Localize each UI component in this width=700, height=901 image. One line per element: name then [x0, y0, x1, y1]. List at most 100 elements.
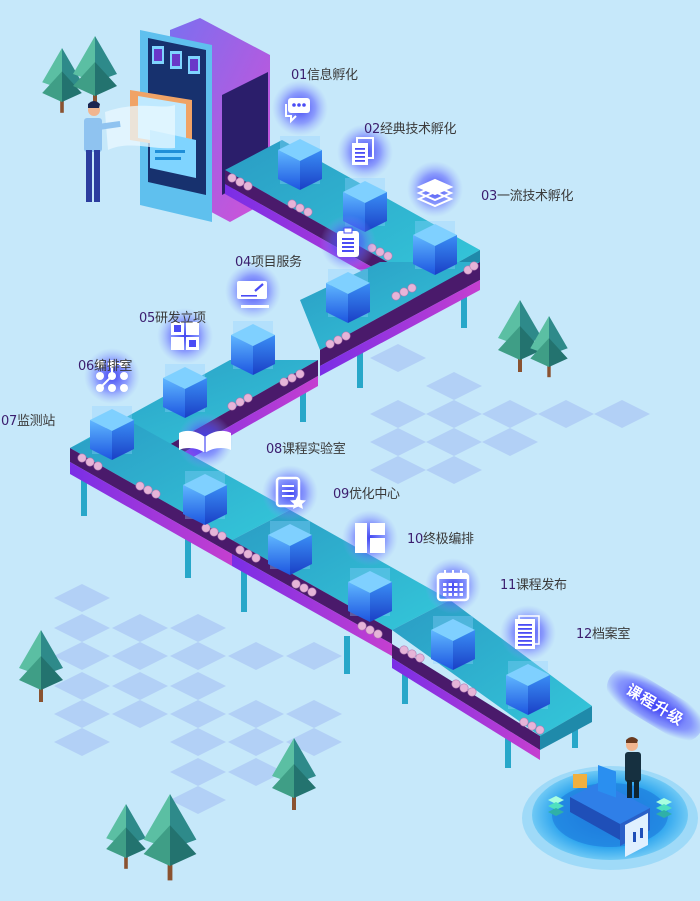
station-03 — [407, 161, 463, 275]
roller — [235, 397, 245, 407]
layout-icon — [355, 523, 385, 553]
box — [348, 568, 392, 622]
chat-bubble-icon — [285, 98, 310, 124]
conveyor-belt-6 — [392, 600, 592, 760]
stage-label-09: 09优化中心 — [333, 487, 400, 502]
roller — [415, 653, 425, 663]
grid-icon — [171, 322, 199, 350]
open-book-icon — [179, 430, 231, 453]
tree-top-left-2 — [73, 36, 117, 108]
roller — [287, 373, 297, 383]
icon-glow — [262, 465, 318, 521]
stage-label-01: 01信息孵化 — [291, 68, 358, 83]
station-07 — [84, 348, 140, 460]
floor-tile — [228, 642, 284, 670]
roller — [143, 485, 153, 495]
floor-tile — [170, 758, 226, 786]
roller — [307, 587, 317, 597]
tree-right-1 — [498, 300, 542, 372]
roller — [365, 625, 375, 635]
floor-tile — [112, 700, 168, 728]
floor-tile — [112, 672, 168, 700]
floor-tile — [370, 400, 426, 428]
roller — [519, 717, 529, 727]
roller — [467, 687, 477, 697]
station-01 — [272, 80, 328, 190]
roller — [469, 261, 479, 271]
roller — [383, 251, 393, 261]
person-presenter — [625, 737, 641, 798]
tree-bottom-left-1 — [106, 804, 146, 869]
roller — [373, 629, 383, 639]
tree-left — [19, 630, 63, 702]
roller — [451, 679, 461, 689]
stage-label-02: 02经典技术孵化 — [364, 122, 457, 137]
floor-tiles-right — [370, 344, 650, 484]
box — [326, 269, 370, 323]
incubator-machine — [130, 18, 270, 222]
station-05 — [225, 263, 281, 375]
roller — [303, 207, 313, 217]
calendar-icon — [436, 570, 470, 602]
roller — [243, 393, 253, 403]
roller — [151, 489, 161, 499]
floor-tile — [594, 400, 650, 428]
roller — [251, 553, 261, 563]
file-stack-icon — [515, 615, 540, 649]
roller — [407, 283, 417, 293]
floor-tile — [426, 428, 482, 456]
floor-tile — [482, 400, 538, 428]
floor-tile — [170, 614, 226, 642]
roller — [217, 531, 227, 541]
floor-tile — [170, 728, 226, 756]
box — [90, 406, 134, 460]
floor-tile — [112, 614, 168, 642]
roller — [235, 177, 245, 187]
roller — [407, 649, 417, 659]
stage-label-11: 11课程发布 — [500, 578, 567, 593]
sign-document-icon — [237, 281, 269, 308]
floor-tile — [426, 456, 482, 484]
floor-tile — [170, 672, 226, 700]
stage-label-04: 04项目服务 — [235, 255, 302, 270]
floor-tile — [228, 728, 284, 756]
floor-tile — [170, 700, 226, 728]
roller — [375, 247, 385, 257]
box — [506, 661, 550, 715]
roller — [291, 579, 301, 589]
tree-right-2 — [530, 316, 568, 378]
roller — [341, 331, 351, 341]
roller — [299, 583, 309, 593]
floor-tile — [54, 700, 110, 728]
roller — [325, 339, 335, 349]
roller — [391, 291, 401, 301]
floor-tile — [482, 428, 538, 456]
box — [413, 221, 457, 275]
roller — [333, 335, 343, 345]
floor-tile — [370, 456, 426, 484]
roller — [399, 287, 409, 297]
stage-label-07: 07监测站 — [1, 414, 56, 429]
station-02 — [337, 124, 393, 232]
stage-label-12: 12档案室 — [576, 627, 631, 642]
station-09 — [262, 465, 318, 575]
node-pattern-icon — [96, 360, 128, 392]
person-operator — [84, 101, 175, 202]
box — [231, 321, 275, 375]
stage-label-10: 10终极编排 — [407, 532, 474, 547]
stage-label-05: 05研发立项 — [139, 311, 206, 326]
documents-icon — [352, 137, 374, 165]
roller — [227, 173, 237, 183]
roller — [399, 645, 409, 655]
box — [431, 616, 475, 670]
roller — [295, 369, 305, 379]
station-06 — [157, 308, 213, 418]
floor-tile — [426, 372, 482, 400]
roller — [459, 683, 469, 693]
roller — [77, 453, 87, 463]
box — [183, 471, 227, 525]
floor-tile — [286, 700, 342, 728]
roller — [357, 621, 367, 631]
roller — [201, 523, 211, 533]
